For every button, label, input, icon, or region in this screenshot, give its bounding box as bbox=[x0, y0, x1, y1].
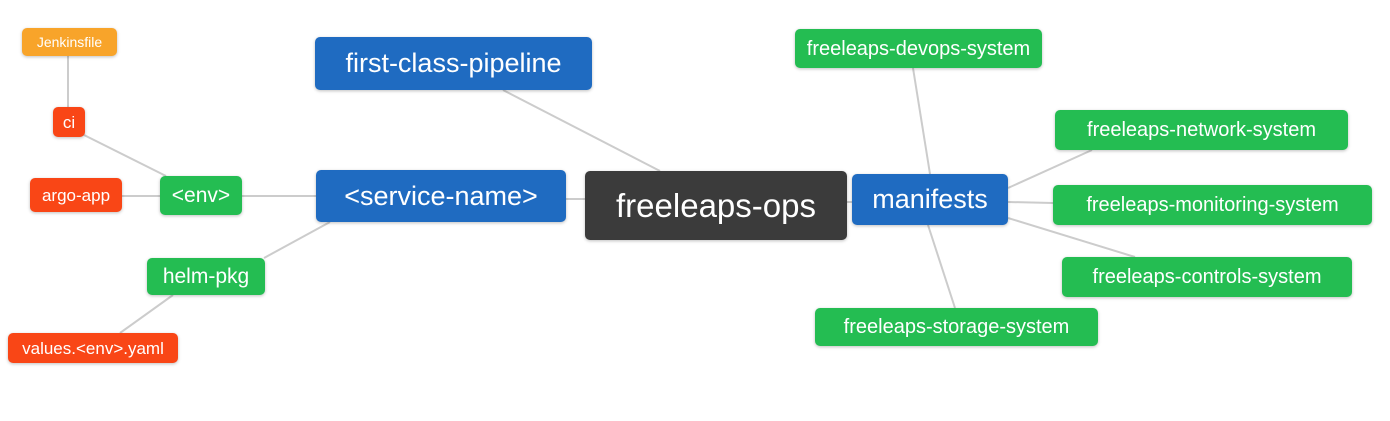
edge-manifests-to-freeleaps-storage-system bbox=[927, 224, 956, 309]
node-env[interactable]: <env> bbox=[160, 176, 242, 215]
edge-manifests-to-freeleaps-network-system bbox=[1007, 149, 1093, 189]
edge-service-name-to-helm-pkg bbox=[263, 221, 331, 259]
edge-manifests-to-freeleaps-devops-system bbox=[912, 67, 931, 175]
node-freeleaps-network-system[interactable]: freeleaps-network-system bbox=[1055, 110, 1348, 150]
node-freeleaps-devops-system[interactable]: freeleaps-devops-system bbox=[795, 29, 1042, 68]
node-ci[interactable]: ci bbox=[53, 107, 85, 137]
node-helm-pkg[interactable]: helm-pkg bbox=[147, 258, 265, 295]
node-argo-app[interactable]: argo-app bbox=[30, 178, 122, 212]
edge-manifests-to-freeleaps-controls-system bbox=[1007, 217, 1136, 258]
node-jenkinsfile[interactable]: Jenkinsfile bbox=[22, 28, 117, 56]
edge-first-class-pipeline-to-freeleaps-ops bbox=[502, 89, 661, 172]
node-manifests[interactable]: manifests bbox=[852, 174, 1008, 225]
edge-helm-pkg-to-values-env-yaml bbox=[119, 294, 174, 334]
node-service-name[interactable]: <service-name> bbox=[316, 170, 566, 222]
edge-ci-to-env bbox=[83, 134, 167, 177]
node-freeleaps-monitoring-system[interactable]: freeleaps-monitoring-system bbox=[1053, 185, 1372, 225]
node-freeleaps-storage-system[interactable]: freeleaps-storage-system bbox=[815, 308, 1098, 346]
node-first-class-pipeline[interactable]: first-class-pipeline bbox=[315, 37, 592, 90]
edge-manifests-to-freeleaps-monitoring-system bbox=[1007, 201, 1054, 204]
node-freeleaps-ops[interactable]: freeleaps-ops bbox=[585, 171, 847, 240]
node-values-env-yaml[interactable]: values.<env>.yaml bbox=[8, 333, 178, 363]
node-freeleaps-controls-system[interactable]: freeleaps-controls-system bbox=[1062, 257, 1352, 297]
